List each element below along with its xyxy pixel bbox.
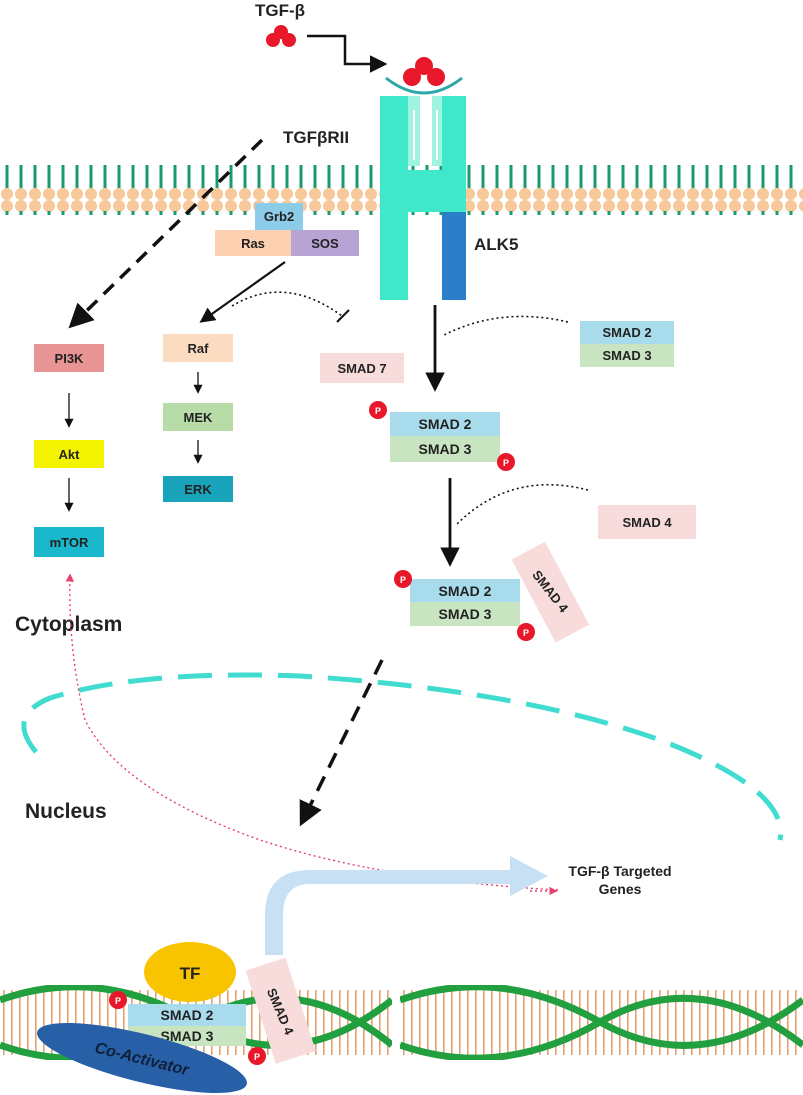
svg-text:P: P [503, 458, 509, 468]
sos-label: SOS [311, 236, 339, 251]
grb2-label: Grb2 [264, 209, 294, 224]
erk-box [163, 476, 233, 502]
nuclear-translocation-arrow [299, 659, 384, 827]
svg-text:P: P [523, 628, 529, 638]
smad2-free-label: SMAD 2 [602, 325, 651, 340]
grb2-box [255, 203, 303, 230]
svg-text:P: P [254, 1052, 260, 1062]
dna-right [400, 985, 803, 1060]
cytoplasm-label: Cytoplasm [15, 613, 122, 636]
erk-label: ERK [184, 482, 212, 497]
akt-label: Akt [59, 447, 81, 462]
pi3k-box [34, 344, 104, 372]
ras-label: Ras [241, 236, 265, 251]
raf-label: Raf [188, 341, 210, 356]
svg-text:P: P [115, 996, 121, 1006]
smad7-label: SMAD 7 [337, 361, 386, 376]
mtor-label: mTOR [50, 535, 89, 550]
tf-label: TF [180, 964, 201, 983]
receptor-to-pi3k-arrow [68, 138, 264, 329]
receptor-crossbar [380, 170, 466, 212]
smad2-complex-label: SMAD 2 [439, 583, 492, 599]
smad23-recruit-curve [441, 315, 569, 337]
tgf-beta-ligand-free [266, 25, 296, 47]
smad234-complex: SMAD 4 SMAD 2 SMAD 3 P P [394, 541, 590, 643]
ligand-binding-arrow [307, 34, 388, 73]
coactivator-oval [37, 1023, 247, 1093]
smad23-unphosphorylated: SMAD 2 SMAD 3 [580, 321, 674, 367]
pi3k-label: PI3K [55, 351, 85, 366]
ras-box [215, 230, 291, 256]
phospho-icon [394, 570, 412, 588]
svg-text:P: P [375, 406, 381, 416]
alk5-label: ALK5 [474, 235, 518, 254]
phospho-icon [369, 401, 387, 419]
receptor-complex [380, 76, 466, 300]
mek-box [163, 403, 233, 431]
target-genes-label: TGF-β Targeted [568, 863, 671, 879]
tgf-beta-ligand-bound [403, 57, 445, 86]
smad2-nuclear-label: SMAD 2 [161, 1007, 214, 1023]
sos-box [291, 230, 359, 256]
adaptor-complex: Grb2 Ras SOS [215, 203, 359, 256]
target-genes-label-2: Genes [599, 881, 642, 897]
akt-box [34, 440, 104, 468]
raf-box [163, 334, 233, 362]
smad3-nuclear-label: SMAD 3 [161, 1028, 214, 1044]
mtor-box [34, 527, 104, 557]
nucleus-label: Nucleus [25, 800, 107, 823]
phospho-icon [517, 623, 535, 641]
mek-label: MEK [184, 410, 214, 425]
tf-oval [144, 942, 236, 1002]
tgf-beta-label: TGF-β [255, 1, 305, 20]
phospho-icon [109, 991, 127, 1009]
tgfbrii-label: TGFβRII [283, 128, 349, 147]
phospho-icon [248, 1047, 266, 1065]
smad4-free-box [598, 505, 696, 539]
smad3-p-label: SMAD 3 [419, 441, 472, 457]
smad4-free-label: SMAD 4 [622, 515, 672, 530]
alk5-kinase-domain [442, 212, 466, 300]
smad3-free-label: SMAD 3 [602, 348, 651, 363]
sos-to-raf-arrow [199, 261, 286, 323]
nuclear-envelope [21, 672, 784, 841]
smad3-complex-label: SMAD 3 [439, 606, 492, 622]
smad23-phosphorylated: SMAD 2 SMAD 3 P P [369, 401, 515, 471]
smad4-recruit-curve [454, 484, 589, 527]
smad7-inhibition-curve [231, 291, 343, 317]
mapk-pathway: Raf MEK ERK [163, 334, 233, 502]
smad2-p-label: SMAD 2 [419, 416, 472, 432]
transcription-complex: SMAD 4 TF SMAD 2 SMAD 3 P P Co-Activator [37, 942, 316, 1093]
svg-text:P: P [400, 575, 406, 585]
transcription-arrow [265, 856, 548, 955]
smad7-box [320, 353, 404, 383]
pi3k-pathway: PI3K Akt mTOR [34, 344, 104, 557]
phospho-icon [497, 453, 515, 471]
ligand-binding-cup [385, 76, 463, 95]
